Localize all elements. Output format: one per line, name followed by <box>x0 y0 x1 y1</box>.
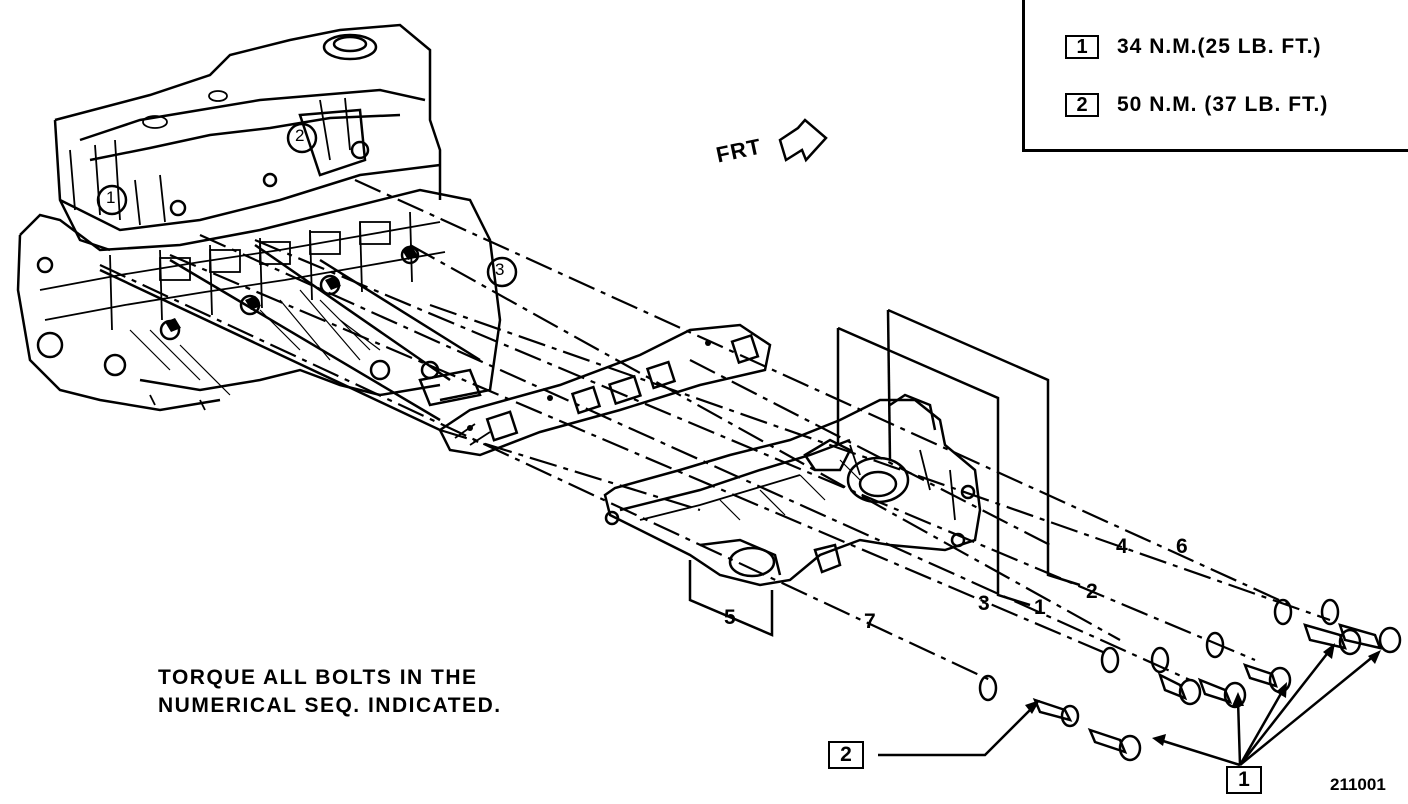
engine-marker-1: 1 <box>106 188 116 207</box>
washer <box>1100 646 1120 674</box>
callout-arrows <box>878 643 1381 767</box>
torque-sequence-note: TORQUE ALL BOLTS IN THE NUMERICAL SEQ. I… <box>158 664 502 720</box>
sequence-number-7: 7 <box>864 610 876 633</box>
sequence-number-3: 3 <box>978 592 990 615</box>
bolt <box>1338 623 1402 654</box>
washer <box>978 674 998 702</box>
torque-legend: 1 34 N.M.(25 LB. FT.) 2 50 N.M. (37 LB. … <box>1022 0 1408 152</box>
legend-key-2: 2 <box>1065 93 1099 117</box>
engine-marker-2: 2 <box>295 126 305 145</box>
legend-row-1: 1 34 N.M.(25 LB. FT.) <box>1065 35 1322 59</box>
washer <box>1320 598 1340 626</box>
sequence-number-6: 6 <box>1176 535 1188 558</box>
legend-text-1: 34 N.M.(25 LB. FT.) <box>1117 35 1322 58</box>
front-arrow-icon <box>778 118 828 163</box>
bolt <box>1032 697 1080 728</box>
bolt-path-lines <box>99 178 1331 682</box>
figure-number: 211001 <box>1330 775 1386 794</box>
engine-block <box>16 23 518 412</box>
note-line-2: NUMERICAL SEQ. INDICATED. <box>158 694 502 717</box>
bolt <box>1197 677 1247 709</box>
washer <box>1273 598 1293 626</box>
fasteners <box>978 598 1402 762</box>
stud-leaders <box>99 243 481 432</box>
legend-text-2: 50 N.M. (37 LB. FT.) <box>1117 93 1329 116</box>
sequence-number-2: 2 <box>1086 580 1098 603</box>
exhaust-manifold <box>603 393 982 587</box>
bolt <box>1303 623 1362 656</box>
legend-row-2: 2 50 N.M. (37 LB. FT.) <box>1065 93 1328 117</box>
bolt <box>1157 672 1202 706</box>
washer <box>1205 631 1225 659</box>
sequence-number-4: 4 <box>1116 535 1128 558</box>
engine-marker-3: 3 <box>495 260 505 279</box>
sequence-number-1: 1 <box>1034 596 1046 619</box>
torque-callout-2: 2 <box>828 741 864 769</box>
sequence-brackets <box>688 308 1081 637</box>
washer <box>1150 646 1170 674</box>
torque-callout-1: 1 <box>1226 766 1262 794</box>
note-line-1: TORQUE ALL BOLTS IN THE <box>158 666 478 689</box>
legend-key-1: 1 <box>1065 35 1099 59</box>
sequence-number-5: 5 <box>724 606 736 629</box>
bolt <box>1087 727 1142 762</box>
